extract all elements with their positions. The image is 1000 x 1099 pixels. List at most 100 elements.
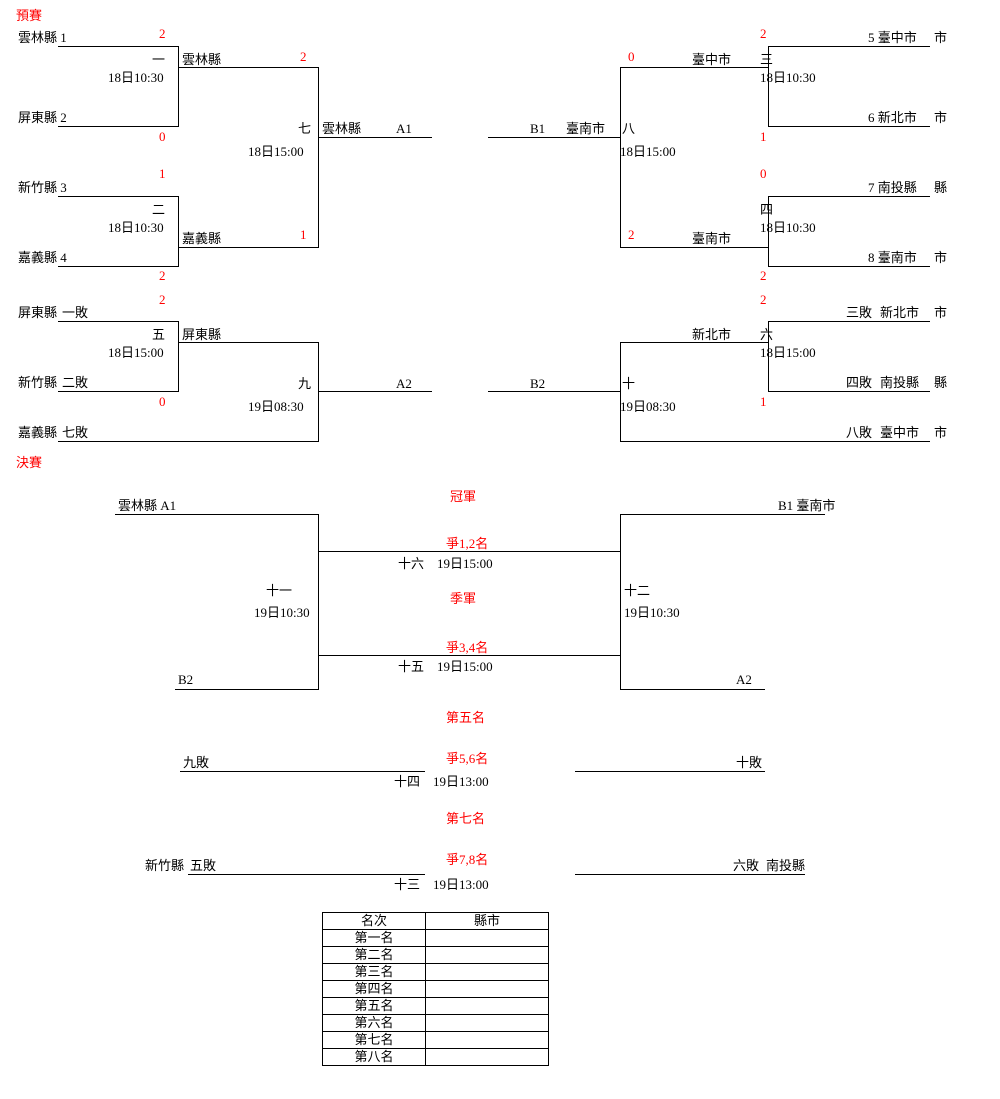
- seventh-place-title: 第七名: [446, 811, 486, 826]
- seventh-left-tag: 五敗: [190, 858, 217, 873]
- game2-winner: 嘉義縣: [182, 231, 222, 246]
- city-cell: [425, 946, 549, 964]
- team5-underline: [768, 46, 930, 47]
- game12-number: 十二: [624, 583, 651, 598]
- team8-underline: [768, 266, 930, 267]
- game8-time: 18日15:00: [620, 144, 676, 159]
- game4-winner-line: [620, 247, 768, 248]
- loser7-underline: [58, 441, 318, 442]
- score-g5-top: 2: [159, 292, 166, 307]
- table-row: 第七名: [322, 1031, 549, 1049]
- game8-winner: 臺南市: [566, 121, 606, 136]
- score-g1-bottom: 0: [159, 129, 166, 144]
- score-g2-top: 1: [159, 166, 166, 181]
- game11-number: 十一: [266, 583, 293, 598]
- team7-underline: [768, 196, 930, 197]
- game3-time: 18日10:30: [760, 70, 816, 85]
- game4-time: 18日10:30: [760, 220, 816, 235]
- table-row: 第六名: [322, 1014, 549, 1032]
- game8-connector: [620, 67, 621, 248]
- game7-connector: [318, 67, 319, 248]
- ranking-table: 名次 縣市 第一名 第二名 第三名 第四名 第五名 第六名 第七名 第八名: [322, 912, 549, 1066]
- score-g2-bottom: 2: [159, 268, 166, 283]
- finals-right-bottom-underline: [620, 689, 765, 690]
- game13-time: 19日13:00: [433, 877, 489, 892]
- game1-time: 18日10:30: [108, 70, 164, 85]
- table-header-row: 名次 縣市: [322, 912, 549, 930]
- rank-cell: 第三名: [322, 963, 426, 981]
- champion-title: 冠軍: [450, 489, 477, 504]
- loser1-name: 屏東縣: [18, 305, 58, 320]
- game2-time: 18日10:30: [108, 220, 164, 235]
- game3-winner-line: [620, 67, 768, 68]
- fifth-left-entrant: 九敗: [183, 755, 210, 770]
- game5-time: 18日15:00: [108, 345, 164, 360]
- city-cell: [425, 1014, 549, 1032]
- game10-time: 19日08:30: [620, 399, 676, 414]
- seventh-left-name: 新竹縣: [145, 858, 185, 873]
- game10-number: 十: [622, 376, 636, 391]
- game2-number: 二: [152, 202, 166, 217]
- loser1-tag: 一敗: [62, 305, 89, 320]
- game6-winner: 新北市: [692, 327, 732, 342]
- loser3-tag: 三敗: [846, 305, 873, 320]
- game9-time: 19日08:30: [248, 399, 304, 414]
- finals-right-top-underline: [620, 514, 825, 515]
- game9-winner-line: [318, 391, 432, 392]
- game7-winner: 雲林縣: [322, 121, 362, 136]
- score-g8-bottom: 2: [628, 227, 635, 242]
- loser3-name: 新北市: [880, 305, 920, 320]
- team7-tail-char: 縣: [934, 180, 948, 195]
- loser1-underline: [58, 321, 178, 322]
- game13-number: 十三: [394, 877, 421, 892]
- score-g6-bottom: 1: [760, 394, 767, 409]
- game12-connector: [620, 514, 621, 690]
- game7-winner-line: [318, 137, 432, 138]
- rank-cell: 第二名: [322, 946, 426, 964]
- game4-number: 四: [760, 202, 774, 217]
- score-g3-top: 2: [760, 26, 767, 41]
- game4-connector: [768, 196, 769, 267]
- game16-time: 19日15:00: [437, 556, 493, 571]
- game5-connector: [178, 321, 179, 392]
- rank-cell: 第五名: [322, 997, 426, 1015]
- game7-time: 18日15:00: [248, 144, 304, 159]
- game9-number: 九: [298, 376, 312, 391]
- game6-time: 18日15:00: [760, 345, 816, 360]
- city-cell: [425, 1031, 549, 1049]
- score-g7-bottom: 1: [300, 227, 307, 242]
- seventh-left-line: [188, 874, 425, 875]
- loser8-tag: 八敗: [846, 425, 873, 440]
- game2-winner-line: [178, 247, 318, 248]
- game6-connector: [768, 321, 769, 392]
- loser2-name: 新竹縣: [18, 375, 58, 390]
- team5-tail-char: 市: [934, 30, 948, 45]
- finals-left-top-underline: [115, 514, 318, 515]
- game3-number: 三: [760, 52, 774, 67]
- table-row: 第五名: [322, 997, 549, 1015]
- team-yunlin-seed1: 雲林縣 1: [18, 30, 67, 45]
- game5-number: 五: [152, 327, 166, 342]
- game16-number: 十六: [398, 556, 425, 571]
- team-pingtung-seed2: 屏東縣 2: [18, 110, 67, 125]
- score-g5-bottom: 0: [159, 394, 166, 409]
- table-row: 第四名: [322, 980, 549, 998]
- score-g4-bottom: 2: [760, 268, 767, 283]
- loser8-name: 臺中市: [880, 425, 920, 440]
- team6-underline: [768, 126, 930, 127]
- loser4-tail-char: 縣: [934, 375, 948, 390]
- game10-slot-b2: B2: [530, 376, 546, 391]
- score-g7-top: 2: [300, 49, 307, 64]
- score-g1-top: 2: [159, 26, 166, 41]
- game6-number: 六: [760, 327, 774, 342]
- game12-time: 19日10:30: [624, 605, 680, 620]
- game1-winner-line: [178, 67, 318, 68]
- team-newtaipei-seed6: 6 新北市: [868, 110, 917, 125]
- seventh-right-name: 南投縣: [766, 858, 806, 873]
- third-place-title: 季軍: [450, 591, 477, 606]
- fifth-right-line: [575, 771, 765, 772]
- table-row: 第一名: [322, 929, 549, 947]
- game15-time: 19日15:00: [437, 659, 493, 674]
- team3-underline: [58, 196, 178, 197]
